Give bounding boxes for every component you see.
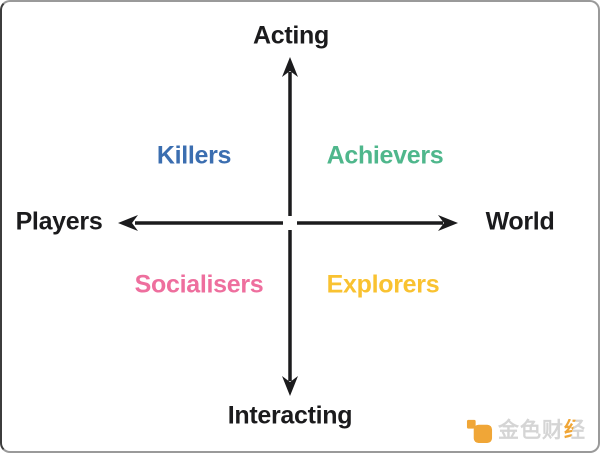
- watermark-text: 金色财经: [498, 420, 586, 441]
- quadrant-label-achievers: Achievers: [326, 141, 444, 170]
- quadrant-label-explorers: Explorers: [326, 270, 440, 299]
- quadrant-label-killers: Killers: [156, 141, 232, 170]
- watermark: 金色财经: [466, 417, 586, 444]
- arrowhead-right-icon: [438, 215, 458, 231]
- axis-label-acting: Acting: [253, 21, 329, 50]
- axis-label-world: World: [485, 207, 555, 236]
- arrowhead-up-icon: [282, 57, 298, 77]
- arrowhead-down-icon: [282, 376, 298, 396]
- jinse-finance-logo-icon: [466, 419, 493, 444]
- arrowhead-left-icon: [118, 215, 138, 231]
- axis-label-interacting: Interacting: [227, 401, 353, 430]
- quadrant-label-socialisers: Socialisers: [134, 270, 264, 299]
- watermark-text-last: 经: [564, 419, 586, 442]
- watermark-text-main: 金色财: [498, 419, 564, 442]
- axis-label-players: Players: [15, 207, 103, 236]
